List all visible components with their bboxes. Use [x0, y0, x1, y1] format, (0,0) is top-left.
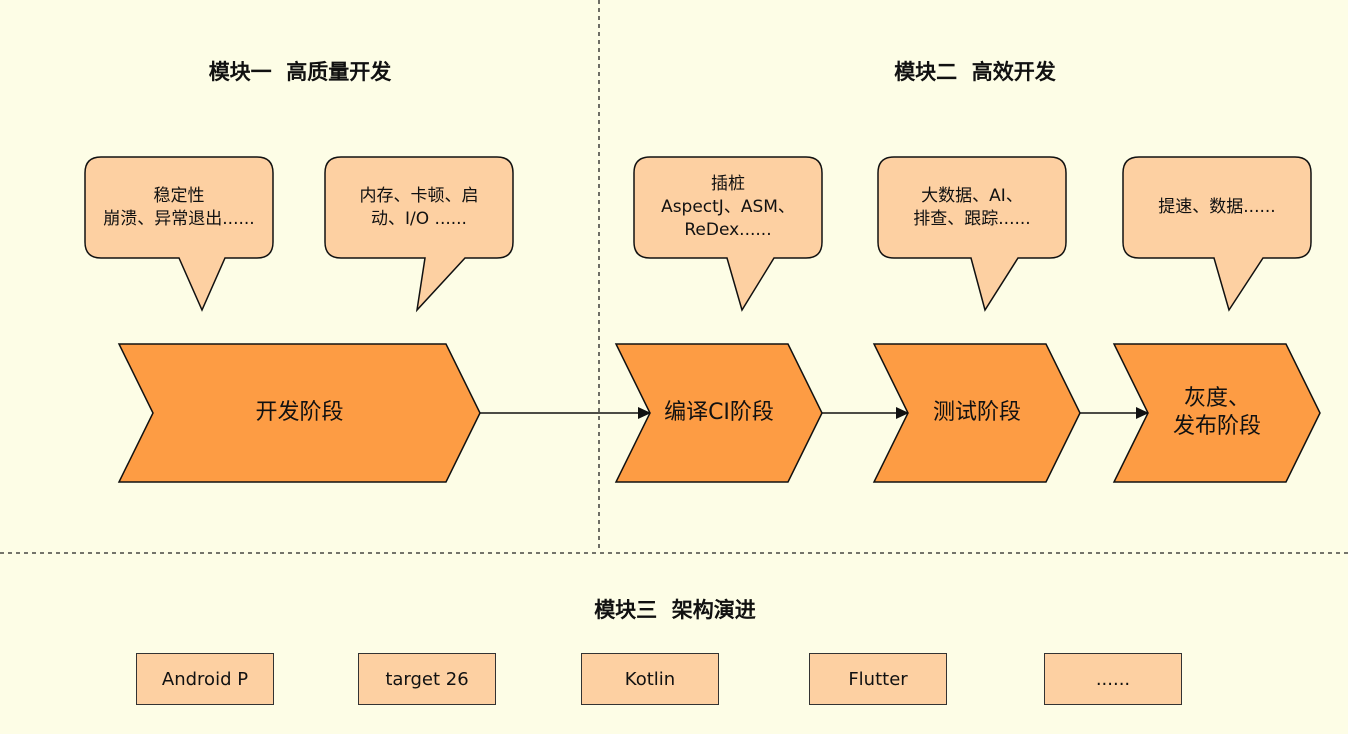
bubble-stability-shape: [84, 156, 274, 312]
chevron-dev-stage: [117, 343, 481, 483]
bubble-performance-text: 内存、卡顿、启 动、I/O ......: [359, 185, 479, 229]
arch-item-target-26: target 26: [358, 653, 496, 705]
stage-release-label: 灰度、 发布阶段: [1172, 386, 1261, 439]
stage-release: 灰度、 发布阶段: [1138, 344, 1296, 482]
module-three-title: 模块三 架构演进: [594, 598, 756, 622]
arch-item-android-p: Android P: [136, 653, 274, 705]
arch-item-more: ......: [1044, 653, 1182, 705]
stage-dev-label: 开发阶段: [255, 400, 344, 425]
bubble-stability-text: 稳定性 崩溃、异常退出......: [103, 185, 255, 229]
bubble-bigdata-shape: [877, 156, 1067, 312]
stage-test: 测试阶段: [898, 344, 1056, 482]
module-one-title: 模块一 高质量开发: [208, 60, 392, 84]
bubble-bigdata: 大数据、AI、 排查、跟踪......: [878, 157, 1066, 258]
bubble-instrumentation-text: 插桩 AspectJ、ASM、 ReDex......: [661, 174, 795, 240]
bubble-speedup-shape: [1122, 156, 1312, 312]
bubble-bigdata-text: 大数据、AI、 排查、跟踪......: [913, 185, 1031, 229]
bubble-stability: 稳定性 崩溃、异常退出......: [85, 157, 273, 258]
stage-ci: 编译CI阶段: [640, 344, 798, 482]
bubble-performance-shape: [324, 156, 514, 313]
stage-dev: 开发阶段: [153, 344, 446, 482]
bubble-performance: 内存、卡顿、启 动、I/O ......: [325, 157, 513, 258]
arch-item-flutter: Flutter: [809, 653, 947, 705]
stage-ci-label: 编译CI阶段: [664, 400, 774, 425]
bubble-speedup-text: 提速、数据......: [1158, 197, 1276, 217]
bubble-speedup: 提速、数据......: [1123, 157, 1311, 258]
stage-test-label: 测试阶段: [932, 400, 1021, 425]
arch-item-kotlin: Kotlin: [581, 653, 719, 705]
bubble-instrumentation: 插桩 AspectJ、ASM、 ReDex......: [634, 157, 822, 258]
bubble-instrumentation-shape: [633, 156, 823, 312]
module-two-title: 模块二 高效开发: [894, 60, 1056, 84]
